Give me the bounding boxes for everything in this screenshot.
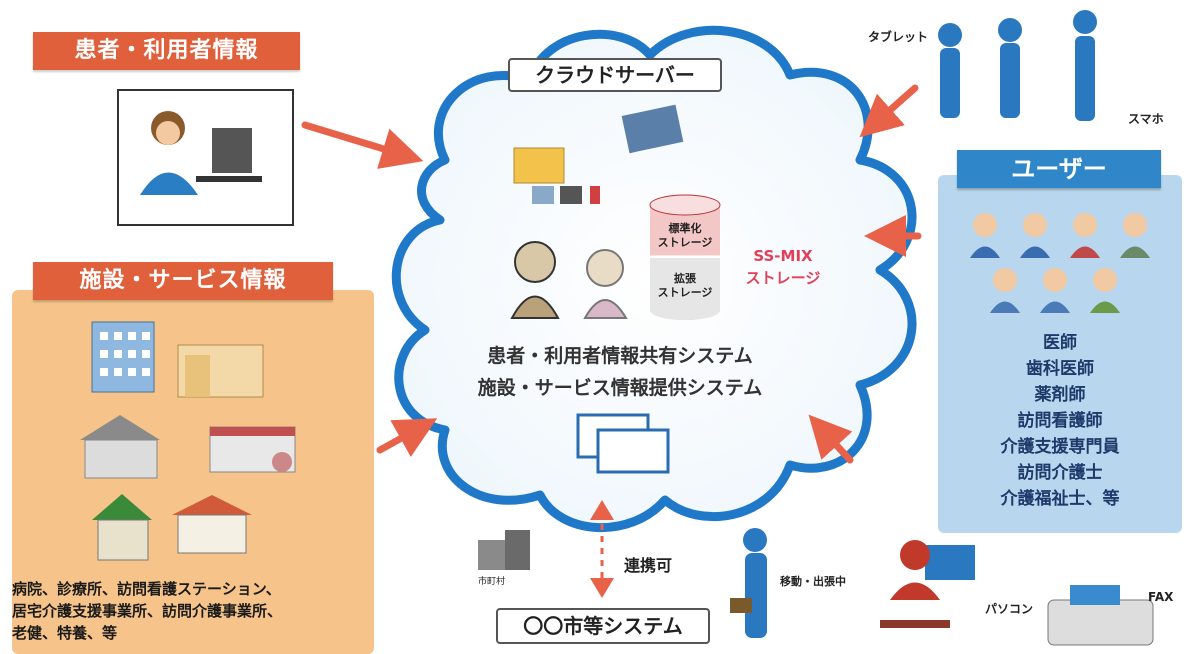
- ssmix-label-2: ストレージ: [745, 269, 821, 287]
- user-role-item: 薬剤師: [1034, 385, 1086, 405]
- storage-bottom-label: 拡張 ストレージ: [657, 272, 713, 299]
- ssmix-label-1: SS-MIX: [753, 247, 813, 265]
- local-system-box: 〇〇市等システム: [496, 608, 710, 644]
- house-red-icon: [172, 495, 252, 554]
- user-role-item: 介護支援専門員: [1000, 437, 1120, 457]
- traveler-icon: [730, 528, 767, 638]
- fax-label: FAX: [1148, 590, 1174, 604]
- care-office-icon: [209, 426, 296, 473]
- user-role-item: 医師: [1043, 333, 1077, 353]
- document-icons: [532, 186, 600, 204]
- facility-panel-title: 施設・サービス情報: [33, 262, 333, 300]
- fax-icon: [1047, 585, 1154, 646]
- facility-caption-line-1: 病院、診療所、訪問看護ステーション、: [12, 580, 281, 598]
- storage-top-label: 標準化 ストレージ: [657, 222, 713, 249]
- storage-cylinder-icon: [649, 194, 721, 320]
- smartphone-label: スマホ: [1128, 112, 1164, 126]
- user-role-item: 訪問介護士: [1017, 463, 1103, 483]
- link-arrow-up: [590, 500, 614, 520]
- user-role-list: 医師 歯科医師 薬剤師 訪問看護師 介護支援専門員 訪問介護士 介護福祉士、等: [940, 330, 1180, 512]
- office-label: 市町村: [478, 577, 506, 587]
- care-station-icon: [80, 415, 160, 479]
- elderly-man-icon: [510, 241, 560, 319]
- envelope-icon: [621, 104, 684, 154]
- screens-icon: [576, 413, 670, 474]
- tablet-users-icon: [938, 10, 1097, 121]
- pc-label: パソコン: [985, 602, 1034, 616]
- flow-arrows: [301, 84, 922, 464]
- hospital-building-icon: [91, 321, 155, 393]
- facility-caption: 病院、診療所、訪問看護ステーション、 居宅介護支援事業所、訪問介護事業所、 老健…: [12, 578, 372, 644]
- user-role-item: 歯科医師: [1026, 359, 1094, 379]
- user-avatars: [970, 213, 1150, 313]
- patient-panel-title: 患者・利用者情報: [33, 32, 300, 70]
- elderly-woman-icon: [583, 249, 628, 319]
- link-label: 連携可: [624, 556, 673, 575]
- house-green-icon: [92, 494, 152, 561]
- user-panel-bg: [938, 175, 1182, 533]
- cloud-server-title: クラウドサーバー: [508, 58, 722, 92]
- tablet-label: タブレット: [868, 30, 929, 44]
- user-panel-title: ユーザー: [957, 150, 1161, 188]
- facility-caption-line-2: 居宅介護支援事業所、訪問介護事業所、: [12, 602, 283, 620]
- pc-user-icon: [880, 540, 975, 628]
- clinic-building-icon: [177, 344, 264, 398]
- facility-caption-line-3: 老健、特養、等: [12, 624, 118, 642]
- folder-icon: [513, 147, 565, 184]
- link-arrow-down: [590, 578, 614, 598]
- office-building-icon: [478, 530, 530, 570]
- user-role-item: 訪問看護師: [1017, 411, 1103, 431]
- patient-computer-illustration: [117, 89, 294, 226]
- system-name-line-1: 患者・利用者情報共有システム: [487, 345, 753, 367]
- outside-label: 移動・出張中: [780, 575, 846, 588]
- system-name-line-2: 施設・サービス情報提供システム: [477, 377, 763, 399]
- user-role-item: 介護福祉士、等: [1000, 489, 1120, 509]
